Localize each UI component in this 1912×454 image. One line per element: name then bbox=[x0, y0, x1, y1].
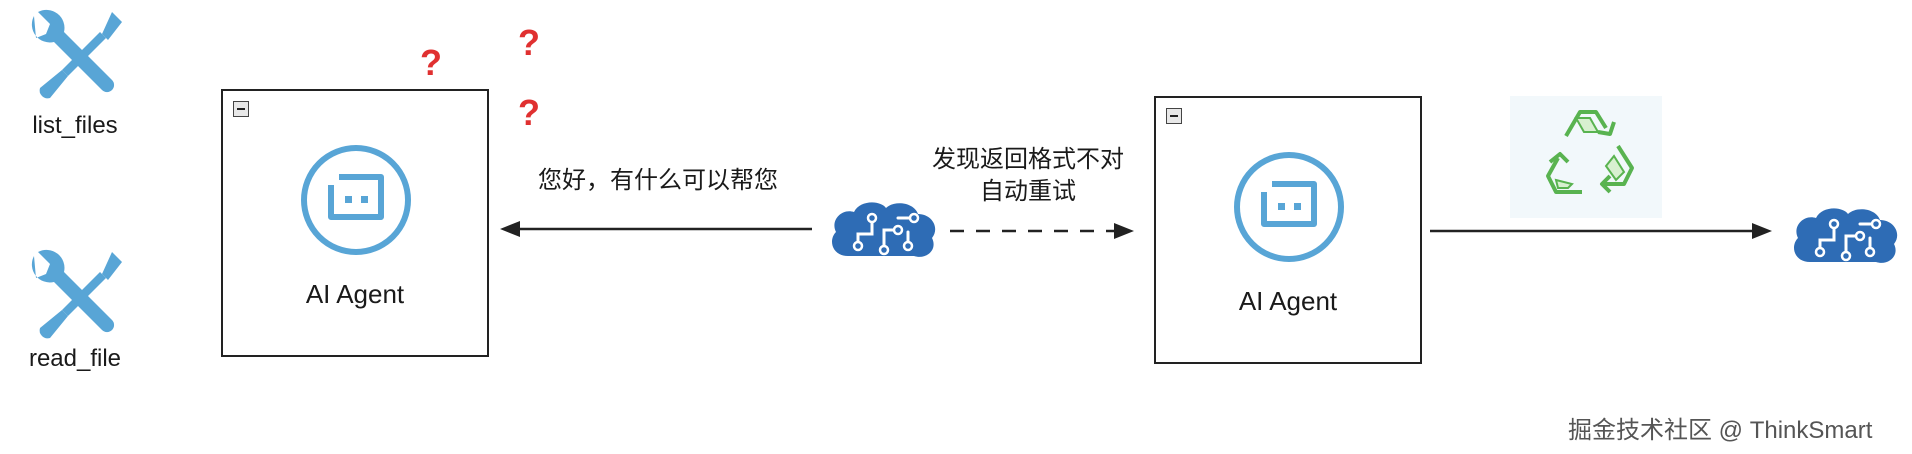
question-mark: ? bbox=[420, 42, 442, 83]
tool-list-files bbox=[20, 8, 130, 108]
tool-label: read_file bbox=[28, 345, 122, 372]
recycle-icon-panel bbox=[1510, 96, 1662, 218]
agent-label: AI Agent bbox=[305, 279, 405, 309]
wrench-screwdriver-icon bbox=[31, 249, 122, 339]
greeting-message: 您好，有什么可以帮您 bbox=[538, 167, 778, 194]
agent-label: AI Agent bbox=[1238, 286, 1338, 316]
question-mark: ? bbox=[518, 92, 540, 133]
brain-model-icon bbox=[1794, 208, 1898, 263]
ai-agent-bot-icon bbox=[301, 145, 411, 255]
wrench-screwdriver-icon bbox=[31, 9, 122, 99]
question-mark: ? bbox=[518, 22, 540, 63]
tool-read-file bbox=[20, 248, 130, 348]
response-arrow bbox=[500, 221, 812, 237]
retry-dashed-arrow bbox=[950, 223, 1134, 239]
brain-model-icon bbox=[832, 202, 936, 257]
recycle-icon bbox=[1546, 110, 1634, 194]
agent-box[interactable]: AI Agent bbox=[221, 89, 489, 357]
retry-message: 发现返回格式不对 自动重试 bbox=[928, 144, 1128, 208]
retry-line-1: 发现返回格式不对 bbox=[932, 146, 1124, 173]
retry-line-2: 自动重试 bbox=[980, 178, 1076, 205]
agent-box[interactable]: AI Agent bbox=[1154, 96, 1422, 364]
ai-agent-bot-icon bbox=[1234, 152, 1344, 262]
tool-label: list_files bbox=[32, 112, 118, 139]
collapse-icon[interactable] bbox=[1166, 108, 1182, 124]
watermark: 掘金技术社区 @ ThinkSmart bbox=[1568, 417, 1873, 444]
output-arrow bbox=[1430, 223, 1772, 239]
collapse-icon[interactable] bbox=[233, 101, 249, 117]
